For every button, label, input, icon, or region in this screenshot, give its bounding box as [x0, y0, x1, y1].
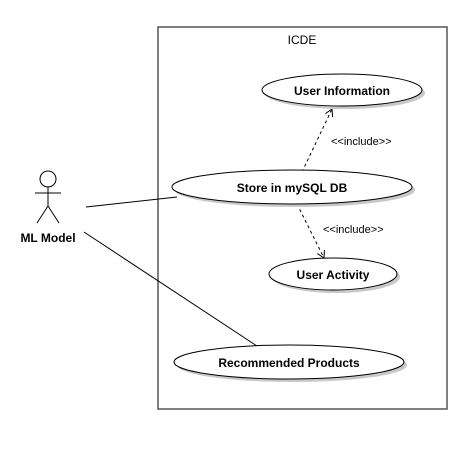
association-recommended-products[interactable] — [83, 231, 261, 349]
use-case-recommended-products[interactable]: Recommended Products — [173, 344, 407, 382]
include-user-information[interactable]: <<include>> — [301, 108, 392, 173]
actor-label: ML Model — [20, 231, 75, 245]
use-case-label: User Information — [294, 84, 390, 98]
include-label-user-information: <<include>> — [331, 136, 392, 148]
actor-ml-model[interactable]: ML Model — [20, 170, 76, 245]
use-case-label: User Activity — [297, 268, 370, 282]
use-case-label: Recommended Products — [218, 356, 360, 370]
use-case-label: Store in mySQL DB — [237, 181, 348, 195]
system-title: ICDE — [288, 33, 317, 47]
use-case-user-activity[interactable]: User Activity — [268, 257, 400, 293]
actor-icon — [35, 170, 61, 224]
include-user-activity[interactable]: <<include>> — [296, 203, 384, 259]
use-case-user-information[interactable]: User Information — [261, 73, 425, 109]
include-label-user-activity: <<include>> — [323, 224, 384, 236]
association-store-db[interactable] — [85, 196, 178, 208]
use-case-store-db[interactable]: Store in mySQL DB — [171, 169, 415, 207]
